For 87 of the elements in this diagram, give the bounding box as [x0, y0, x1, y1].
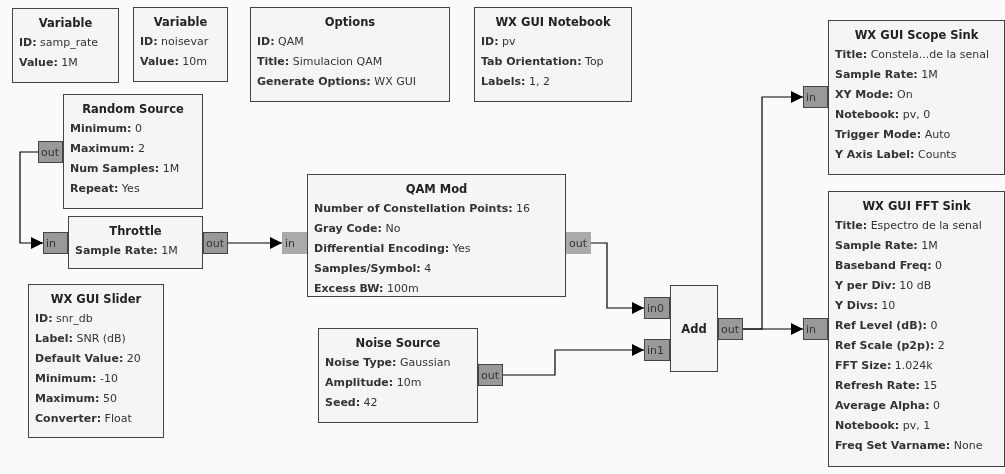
property-line: Labels: 1, 2: [481, 74, 551, 90]
property-line: Sample Rate: 1M: [75, 243, 179, 259]
property-line: Y Axis Label: Counts: [835, 147, 958, 163]
port-label: in: [803, 86, 828, 108]
block-title: WX GUI Notebook: [494, 14, 612, 31]
property-line: Y per Div: 10 dB: [835, 278, 933, 294]
property-line: Sample Rate: 1M: [835, 238, 939, 254]
property-line: Converter: Float: [35, 411, 133, 427]
port-label: in1: [644, 339, 670, 361]
property-line: Number of Constellation Points: 16: [314, 201, 532, 217]
property-line: Default Value: 20: [35, 351, 142, 367]
block-box: [307, 174, 566, 297]
block-title: Variable: [37, 15, 94, 32]
property-line: Ref Scale (p2p): 2: [835, 338, 946, 354]
property-line: Title: Espectro de la senal: [835, 218, 983, 234]
property-line: Amplitude: 10m: [325, 375, 423, 391]
block-box: [12, 8, 119, 83]
property-line: Repeat: Yes: [70, 181, 141, 197]
property-line: Excess BW: 100m: [314, 281, 420, 297]
property-line: Freq Set Varname: None: [835, 438, 984, 454]
property-line: Baseband Freq: 0: [835, 258, 944, 274]
connector-arrow: [590, 242, 645, 314]
property-line: Minimum: -10: [35, 371, 119, 387]
connector-arrow: [227, 237, 283, 249]
block-box: [28, 284, 164, 438]
property-line: XY Mode: On: [835, 87, 914, 103]
property-line: Trigger Mode: Auto: [835, 127, 952, 143]
block-box: [68, 216, 203, 269]
property-line: Y Divs: 10: [835, 298, 897, 314]
property-line: ID: noisevar: [140, 34, 210, 50]
property-line: Generate Options: WX GUI: [257, 74, 417, 90]
connector-arrow: [502, 344, 645, 376]
block-box: [828, 191, 1005, 467]
property-line: ID: samp_rate: [19, 35, 100, 51]
property-line: ID: snr_db: [35, 311, 94, 327]
port-label: in: [282, 232, 307, 254]
port-label: out: [478, 364, 503, 386]
block-box: [63, 94, 203, 209]
block-box: [318, 328, 478, 423]
property-line: Differential Encoding: Yes: [314, 241, 472, 257]
property-line: ID: QAM: [257, 34, 305, 50]
property-line: Notebook: pv, 0: [835, 107, 932, 123]
block-box: [474, 7, 632, 102]
property-line: Average Alpha: 0: [835, 398, 942, 414]
property-line: Maximum: 2: [70, 141, 146, 157]
block-title: Throttle: [108, 223, 163, 240]
block-title: Noise Source: [354, 335, 442, 352]
port-label: in0: [644, 297, 670, 319]
block-box: [670, 285, 718, 372]
block-title: WX GUI FFT Sink: [861, 198, 972, 215]
property-line: Title: Simulacion QAM: [257, 54, 384, 70]
port-label: in: [803, 318, 828, 340]
connector-arrow: [742, 323, 804, 335]
property-line: Minimum: 0: [70, 121, 143, 137]
block-title: WX GUI Slider: [49, 291, 143, 308]
property-line: Maximum: 50: [35, 391, 118, 407]
connector-arrow: [19, 151, 44, 249]
property-line: Refresh Rate: 15: [835, 378, 939, 394]
property-line: ID: pv: [481, 34, 517, 50]
port-label: in: [43, 232, 68, 254]
property-line: FFT Size: 1.024k: [835, 358, 934, 374]
property-line: Noise Type: Gaussian: [325, 355, 452, 371]
block-title: QAM Mod: [404, 181, 469, 198]
port-label: out: [566, 232, 591, 254]
block-title: Options: [323, 14, 377, 31]
property-line: Sample Rate: 1M: [835, 67, 939, 83]
property-line: Gray Code: No: [314, 221, 402, 237]
block-box: [828, 20, 1005, 175]
property-line: Value: 10m: [140, 54, 208, 70]
property-line: Value: 1M: [19, 55, 79, 71]
port-label: out: [718, 318, 743, 340]
block-title: Add: [681, 320, 707, 338]
property-line: Ref Level (dB): 0: [835, 318, 939, 334]
property-line: Samples/Symbol: 4: [314, 261, 433, 277]
property-line: Title: Constela...de la senal: [835, 47, 990, 63]
property-line: Seed: 42: [325, 395, 379, 411]
property-line: Tab Orientation: Top: [481, 54, 605, 70]
property-line: Notebook: pv, 1: [835, 418, 932, 434]
block-title: Variable: [152, 14, 209, 31]
property-line: Label: SNR (dB): [35, 331, 127, 347]
block-title: WX GUI Scope Sink: [853, 27, 980, 44]
block-box: [250, 7, 450, 102]
block-title: Random Source: [81, 101, 185, 118]
block-box: [133, 7, 228, 82]
property-line: Num Samples: 1M: [70, 161, 181, 177]
port-label: out: [38, 141, 63, 163]
port-label: out: [203, 232, 228, 254]
